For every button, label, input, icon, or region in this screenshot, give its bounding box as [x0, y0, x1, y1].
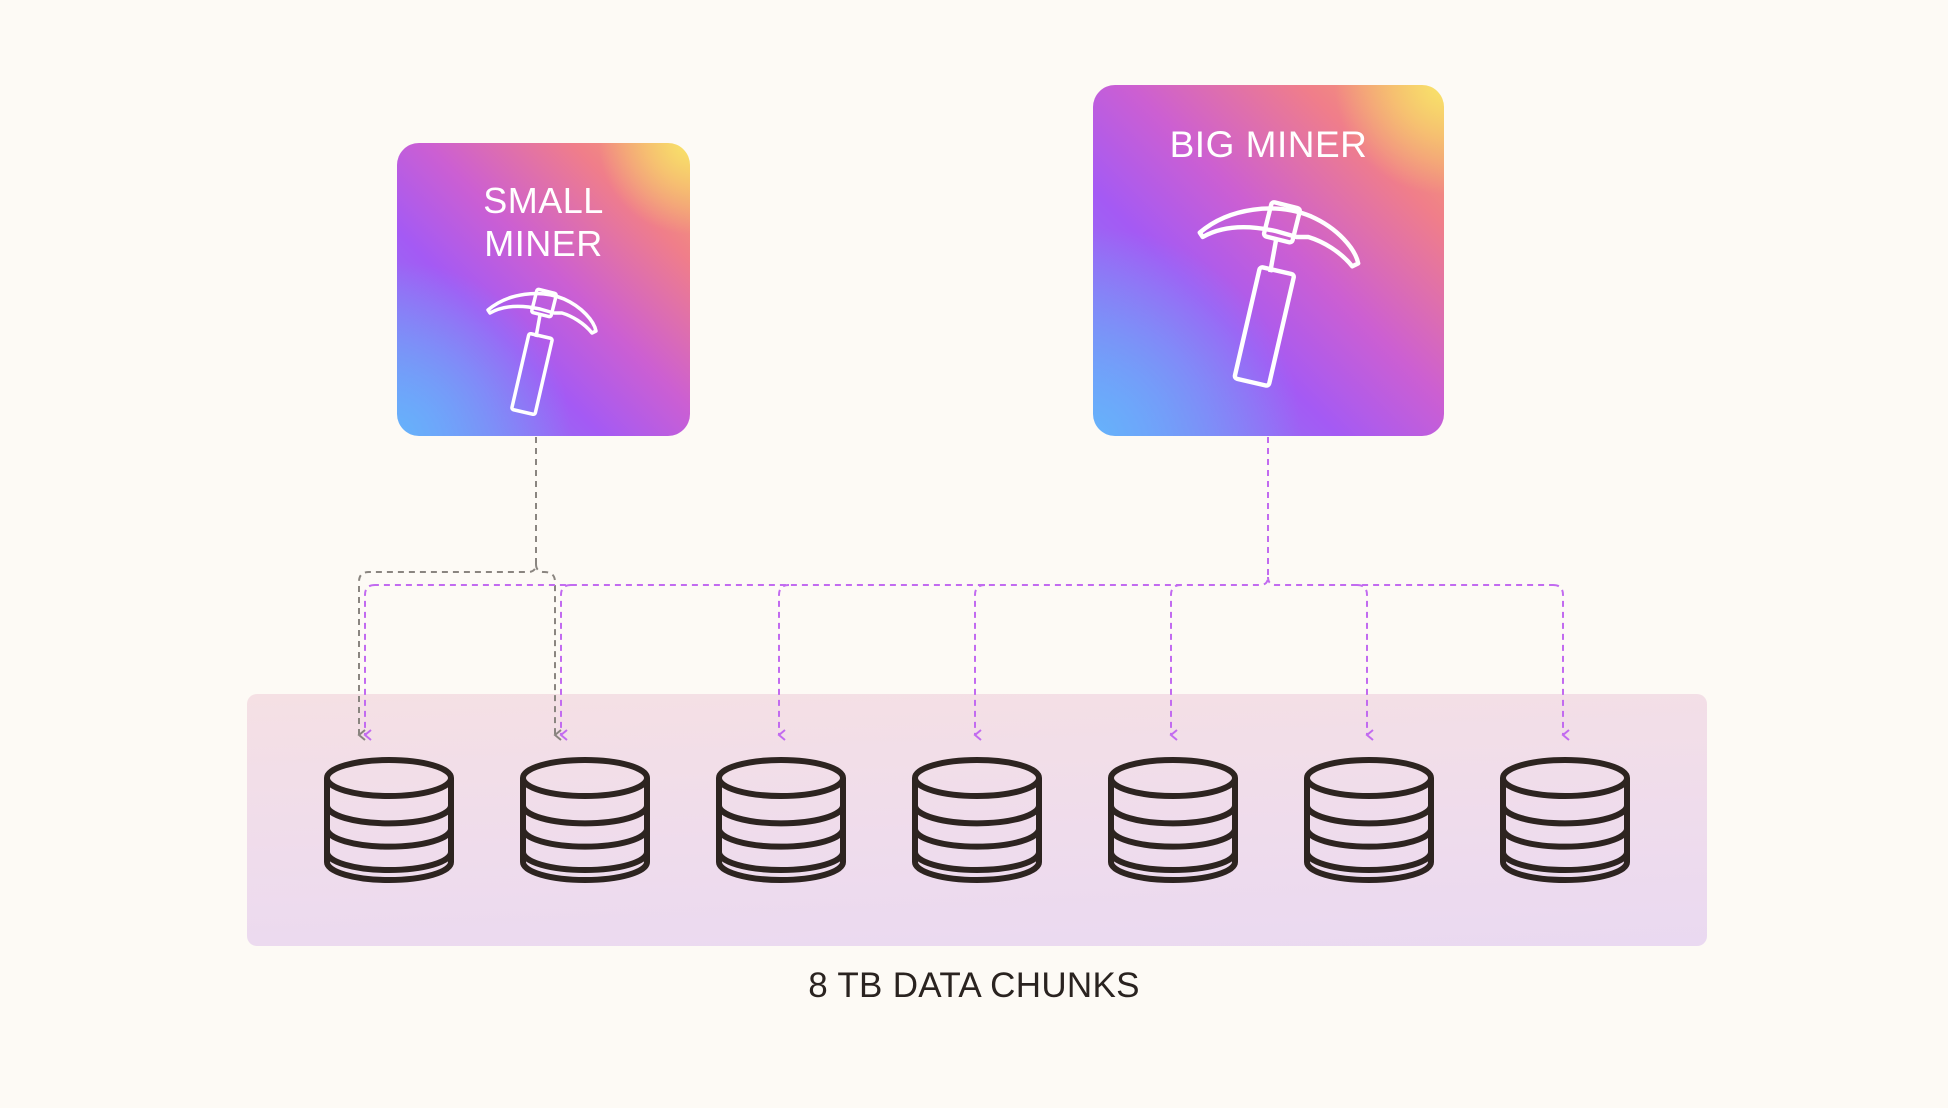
big-miner-link [1356, 584, 1374, 741]
big-miner-link [559, 584, 572, 741]
database-icon [1304, 757, 1434, 883]
database-row [324, 757, 1630, 883]
small-miner-label-line-1: SMALL [483, 180, 604, 221]
database-icon [1500, 757, 1630, 883]
data-chunks-caption: 8 TB DATA CHUNKS [808, 966, 1140, 1005]
big-miner-link [1267, 576, 1553, 586]
big-miner-link [777, 584, 790, 741]
big-miner-link [375, 437, 1269, 586]
big-miner-link [1552, 584, 1570, 741]
big-miner-links [363, 437, 1570, 741]
big-miner-label: BIG MINER [1169, 124, 1368, 165]
big-miner-link [1169, 584, 1182, 741]
database-icon [324, 757, 454, 883]
database-icon [912, 757, 1042, 883]
pickaxe-icon [486, 287, 598, 417]
big-miner-link [363, 584, 376, 741]
big-miner-card: BIG MINER [1093, 85, 1444, 436]
big-miner-link [973, 584, 986, 741]
database-icon [1108, 757, 1238, 883]
small-miner-label: SMALL MINER [397, 179, 690, 265]
small-miner-label-line-2: MINER [484, 223, 603, 264]
small-miner-link [535, 563, 562, 741]
database-icon [716, 757, 846, 883]
small-miner-card: SMALL MINER [397, 143, 690, 436]
database-icon [520, 757, 650, 883]
small-miner-link [357, 437, 537, 741]
pickaxe-icon [1197, 200, 1361, 388]
small-miner-links [357, 437, 562, 741]
